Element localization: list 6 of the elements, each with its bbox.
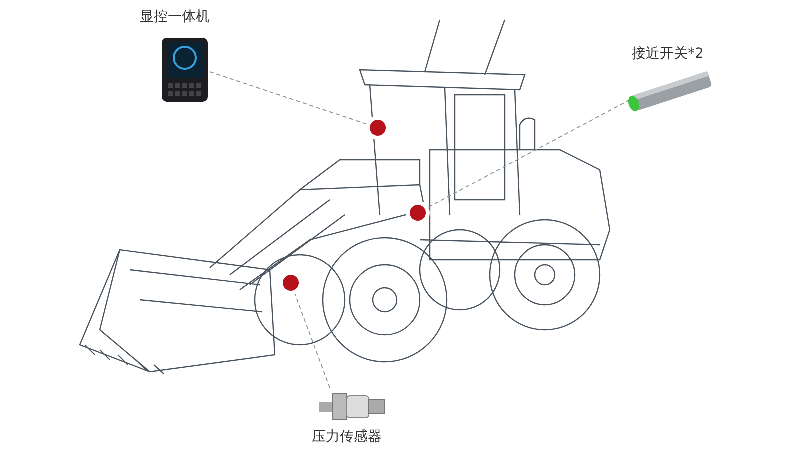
part-label: 接近开关*2 [632, 45, 704, 63]
marker-dot [283, 275, 299, 291]
marker-dot [410, 205, 426, 221]
part-label: 压力传感器 [312, 428, 382, 446]
part-label: 显控一体机 [140, 8, 210, 26]
marker-dot [370, 120, 386, 136]
